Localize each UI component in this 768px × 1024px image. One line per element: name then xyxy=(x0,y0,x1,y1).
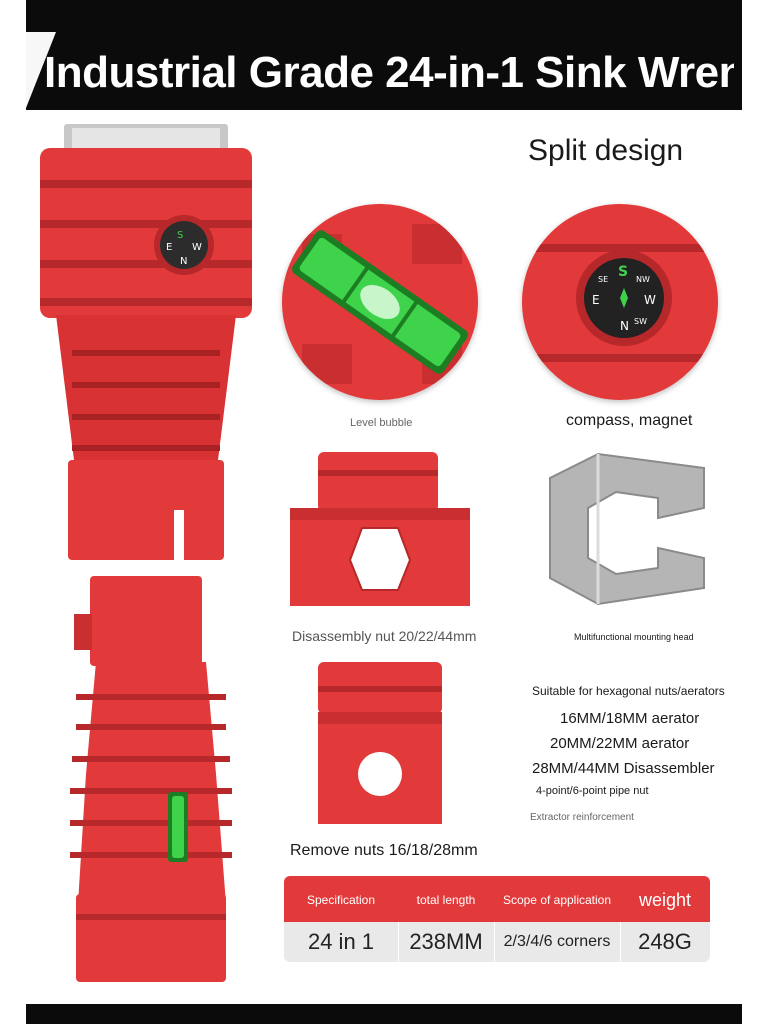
wrench-bottom-image xyxy=(66,574,236,986)
page-title: Industrial Grade 24-in-1 Sink Wrench xyxy=(44,48,734,97)
split-design-title: Split design xyxy=(528,134,684,167)
svg-text:N: N xyxy=(180,256,187,267)
svg-text:N: N xyxy=(620,319,629,333)
svg-text:W: W xyxy=(192,242,202,253)
spec-cell-length: total length 238MM xyxy=(398,876,495,962)
extractor-label: Extractor reinforcement xyxy=(530,812,634,823)
spec-header: Scope of application xyxy=(494,876,620,922)
svg-text:S: S xyxy=(177,230,183,241)
remove-nut-image xyxy=(312,658,448,828)
mounting-head-label: Multifunctional mounting head xyxy=(574,632,694,642)
level-bubble-label: Level bubble xyxy=(350,417,413,429)
compass-image: S W N E SE NW SW xyxy=(522,204,718,400)
aerator-line-2: 20MM/22MM aerator xyxy=(550,735,690,752)
spec-header: weight xyxy=(620,876,710,922)
footer-bar xyxy=(26,1004,742,1024)
spec-table: Specification 24 in 1 total length 238MM… xyxy=(284,876,710,962)
svg-text:E: E xyxy=(166,242,172,253)
spec-value: 238MM xyxy=(409,929,483,954)
aerator-line-1: 16MM/18MM aerator xyxy=(560,710,700,727)
svg-text:S: S xyxy=(618,264,628,280)
spec-header: Specification xyxy=(284,876,398,922)
title-banner xyxy=(26,32,742,108)
svg-text:NW: NW xyxy=(636,275,650,284)
spec-cell-specification: Specification 24 in 1 xyxy=(284,876,399,962)
disassembly-nut-image xyxy=(288,446,474,610)
spec-header: total length xyxy=(398,876,494,922)
mounting-head-image xyxy=(538,448,716,608)
svg-text:SE: SE xyxy=(598,275,608,284)
remove-nut-label: Remove nuts 16/18/28mm xyxy=(290,842,478,859)
svg-text:E: E xyxy=(592,293,600,307)
spec-value: 2/3/4/6 corners xyxy=(503,933,611,950)
aerator-line-3: 28MM/44MM Disassembler xyxy=(532,760,715,777)
compass-label: compass, magnet xyxy=(566,412,693,429)
disassembly-nut-label: Disassembly nut 20/22/44mm xyxy=(292,628,477,644)
spec-value: 24 in 1 xyxy=(307,929,375,954)
spec-cell-weight: weight 248G xyxy=(620,876,710,962)
svg-text:SW: SW xyxy=(634,317,647,326)
pipe-nut-label: 4-point/6-point pipe nut xyxy=(536,785,649,797)
spec-cell-scope: Scope of application 2/3/4/6 corners xyxy=(494,876,621,962)
wrench-top-image: S W N E xyxy=(36,120,256,565)
svg-text:W: W xyxy=(644,293,656,307)
spec-value: 248G xyxy=(638,929,692,954)
suitable-heading: Suitable for hexagonal nuts/aerators xyxy=(532,684,725,698)
level-bubble-image xyxy=(282,204,478,400)
